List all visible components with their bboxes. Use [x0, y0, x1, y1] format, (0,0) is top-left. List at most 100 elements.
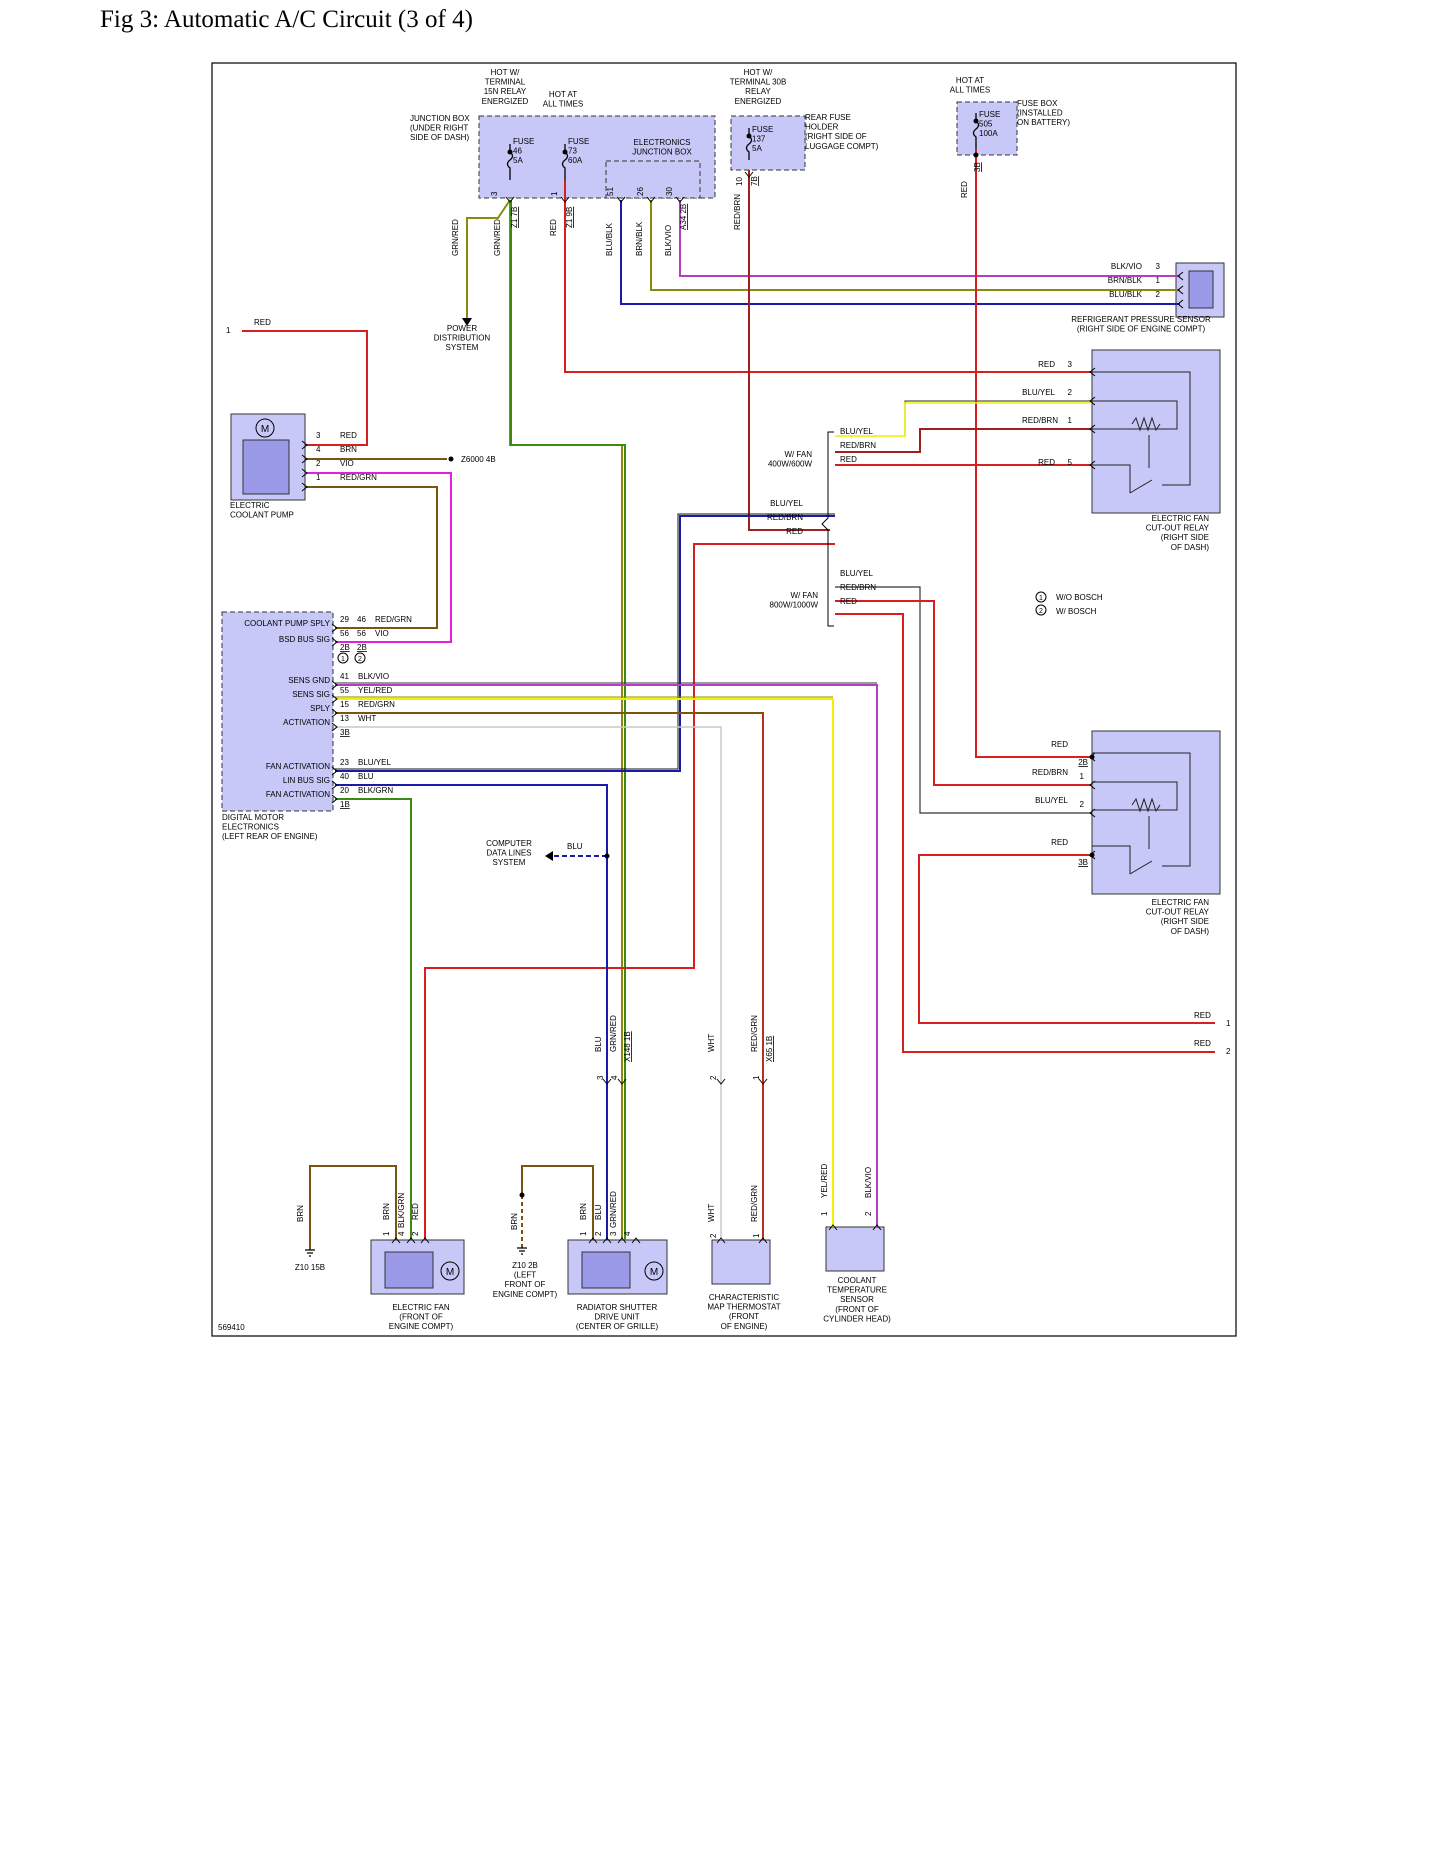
legend-circle-1-num: 1 [1039, 595, 1043, 602]
relay1-pin-num-1: 2 [1068, 388, 1073, 397]
dme-coolant-pump-sply: COOLANT PUMP SPLY [244, 619, 330, 628]
bottom-pin-6 [631, 1237, 641, 1244]
pump-vio-label: VIO [340, 459, 354, 468]
conn-51-label: 51 [606, 187, 615, 196]
wire-label-blkvio: BLK/VIO [664, 225, 673, 256]
relay2-red3b-label: RED [1051, 838, 1068, 847]
dme-circle-1-num: 1 [341, 656, 345, 663]
bot-blu-label: BLU [594, 1036, 603, 1052]
pump-motor-symbol [255, 418, 275, 438]
bot-conn-3: 3 [596, 1075, 605, 1080]
electric-fan-motor-symbol [440, 1261, 460, 1281]
computer-data-arrow [545, 851, 553, 861]
pump-red-label: RED [340, 431, 357, 440]
wire-grnred-fuse46-power [466, 199, 511, 318]
dme-pin-6 [331, 766, 338, 776]
fuse-46-top-dot [507, 149, 513, 155]
wire-vio-pump-dme [305, 472, 452, 643]
jbox-pin-1 [560, 196, 570, 203]
dme-pin-2ba: 2B [340, 643, 350, 652]
dme-sply: SPLY [310, 704, 331, 713]
page-title: Fig 3: Automatic A/C Circuit (3 of 4) [100, 6, 473, 33]
fan-pin-num-0: 1 [382, 1231, 391, 1236]
dme-pin-29: 29 [340, 615, 349, 624]
thermo-wht-label: WHT [707, 1204, 716, 1222]
refrig-blublk-label: BLU/BLK [1109, 290, 1143, 299]
bottom-pin-4 [602, 1237, 612, 1244]
fuse-box-battery [956, 101, 1018, 156]
dme-pin-23: 23 [340, 758, 349, 767]
wire-label-redbrn-top: RED/BRN [733, 194, 742, 230]
relay1-pin-num-0: 3 [1068, 360, 1073, 369]
fuse-505-top-dot [973, 118, 979, 124]
fuse-73-top-dot [562, 149, 568, 155]
shutter-ground-brn: BRN [510, 1213, 519, 1230]
jbox-pin-2 [616, 196, 626, 203]
shutter-pin-num-0: 1 [579, 1231, 588, 1236]
fan-red-label: RED [411, 1203, 420, 1220]
fan-pin-num-2: 2 [411, 1231, 420, 1236]
wire-brn-shutter-ground [521, 1165, 594, 1240]
dme-vio: VIO [375, 629, 389, 638]
wire-red-relay2-3b [918, 854, 1215, 1024]
wire-brnblk-refrig [650, 200, 1180, 291]
dme-bluyel: BLU/YEL [358, 758, 391, 767]
refrig-pin-num-1: 1 [1156, 276, 1161, 285]
conn-1-label: 1 [550, 191, 559, 196]
dme-fan-activation-2: FAN ACTIVATION [266, 790, 330, 799]
pump-pin-num-2: 2 [316, 459, 321, 468]
right-out-num-1: 1 [1226, 1019, 1231, 1028]
shutter-pin-num-3: 4 [623, 1231, 632, 1236]
dme-pin-55: 55 [340, 686, 349, 695]
inline-conn-2 [716, 1078, 726, 1085]
fusebox-junction [973, 152, 979, 158]
bot-redgrn-label: RED/GRN [750, 1015, 759, 1052]
pump-pin-2 [301, 468, 308, 478]
relay2-junction-red [1089, 754, 1095, 760]
fan-cutout-relay-1 [1091, 349, 1221, 514]
dme-circle-2-num: 2 [358, 656, 362, 663]
fan-blkgrn-label: BLK/GRN [397, 1193, 406, 1228]
right-out-red-2: RED [1194, 1039, 1211, 1048]
power-distribution-arrow [462, 318, 472, 326]
bottom-pin-3 [588, 1237, 598, 1244]
dme-bsd-bus-sig: BSD BUS SIG [279, 635, 330, 644]
relay1-red-label: RED [1038, 360, 1055, 369]
inline-conn-3 [758, 1078, 768, 1085]
bot-conn-2: 2 [709, 1075, 718, 1080]
bot-x65-label: X65 1B [765, 1036, 774, 1062]
pump-pin-0 [301, 440, 308, 450]
pump-z6000-label: Z6000 4B [461, 455, 496, 464]
relay2-pin-1: 1 [1080, 772, 1085, 781]
bottom-pin-1 [406, 1237, 416, 1244]
wire-brn-fan-ground [309, 1165, 397, 1250]
wire-bluyel-relay1-yel [835, 402, 1092, 437]
bottom-pin-2 [420, 1237, 430, 1244]
pump-pin-1 [301, 454, 308, 464]
inline-conn-0 [602, 1078, 612, 1085]
wire-bluyel-to-dme-blk [335, 513, 835, 770]
thermo-pin-2: 2 [709, 1233, 718, 1238]
fan-brn-label: BRN [382, 1203, 391, 1220]
dme-wht: WHT [358, 714, 376, 723]
z6000-junction [448, 456, 454, 462]
dme-pin-41: 41 [340, 672, 349, 681]
legend-wo-bosch: W/O BOSCH [1056, 593, 1103, 602]
electronics-junction-box [605, 160, 701, 199]
conn-10-label: 10 [735, 177, 744, 186]
relay2-pin-2: 2 [1080, 800, 1085, 809]
refrig-sensor-label: REFRIGERANT PRESSURE SENSOR(RIGHT SIDE O… [1071, 315, 1211, 334]
dme-pin-5 [331, 722, 338, 732]
relay1-pin-num-2: 1 [1068, 416, 1073, 425]
